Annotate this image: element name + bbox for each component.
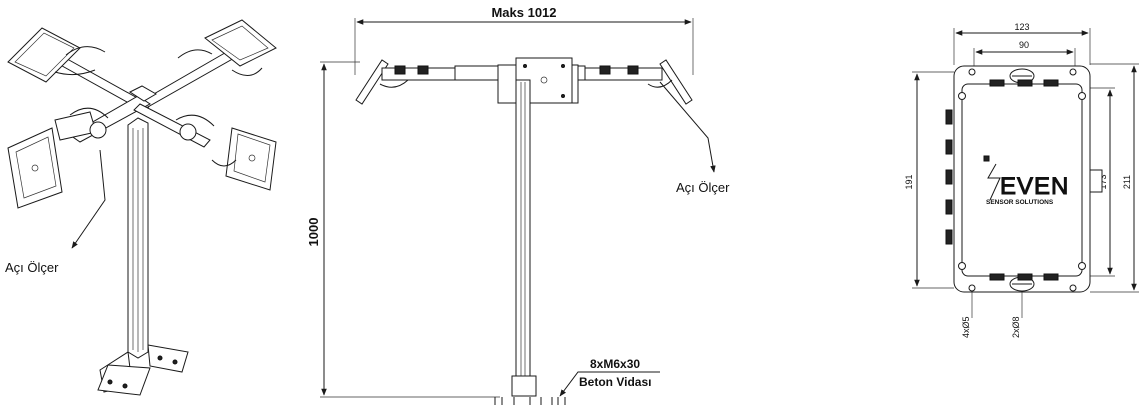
brand-logo: EVEN SENSOR SOLUTIONS [983, 155, 1069, 206]
front-width-label: Maks 1012 [491, 5, 556, 20]
box-outer-width-label: 123 [1014, 22, 1029, 32]
iso-panel-bottom-left [7, 107, 109, 209]
box-hole-large-label: 2xØ8 [1011, 316, 1021, 338]
iso-base [97, 344, 189, 396]
front-height-dimension: 1000 [306, 61, 500, 398]
box-hole-small-label: 4xØ5 [961, 316, 971, 338]
iso-angle-sensor-leader [71, 149, 106, 249]
front-bolt-spec: 8xM6x30 [590, 357, 640, 371]
front-angle-sensor-leader [659, 81, 716, 173]
front-left-panel [355, 59, 461, 105]
front-base-bolts [494, 397, 566, 405]
isometric-view: Açı Ölçer [5, 19, 277, 396]
brand-tagline: SENSOR SOLUTIONS [986, 199, 1054, 206]
box-bottom-glands [989, 273, 1059, 281]
box-inner-height-label: 173 [1098, 174, 1108, 189]
box-top-glands [989, 79, 1059, 87]
iso-panel-bottom-right [175, 114, 277, 191]
iso-post [127, 117, 149, 359]
front-center-panel [497, 57, 579, 104]
front-post [511, 79, 537, 397]
front-bolt-leader [559, 371, 660, 397]
front-view: Maks 1012 1000 [306, 5, 730, 405]
box-left-glands [945, 109, 953, 245]
box-outer-height-label: 211 [1122, 175, 1132, 189]
iso-angle-sensor-label: Açı Ölçer [5, 260, 59, 275]
junction-box-view: 123 90 191 211 173 [904, 22, 1139, 338]
front-right-panel [579, 59, 693, 105]
front-height-label: 1000 [306, 218, 321, 247]
front-width-dimension: Maks 1012 [354, 5, 694, 75]
front-angle-sensor-label: Açı Ölçer [676, 180, 730, 195]
iso-panel-top-right [177, 19, 277, 76]
iso-panel-top-left [7, 27, 106, 83]
box-corner-screws [958, 68, 1086, 292]
front-bolt-desc: Beton Vidası [579, 375, 651, 389]
brand-name: EVEN [1000, 173, 1069, 200]
box-left-height-label: 191 [904, 174, 914, 189]
box-right-connector [1089, 169, 1103, 193]
box-inner-width-label: 90 [1019, 40, 1029, 50]
